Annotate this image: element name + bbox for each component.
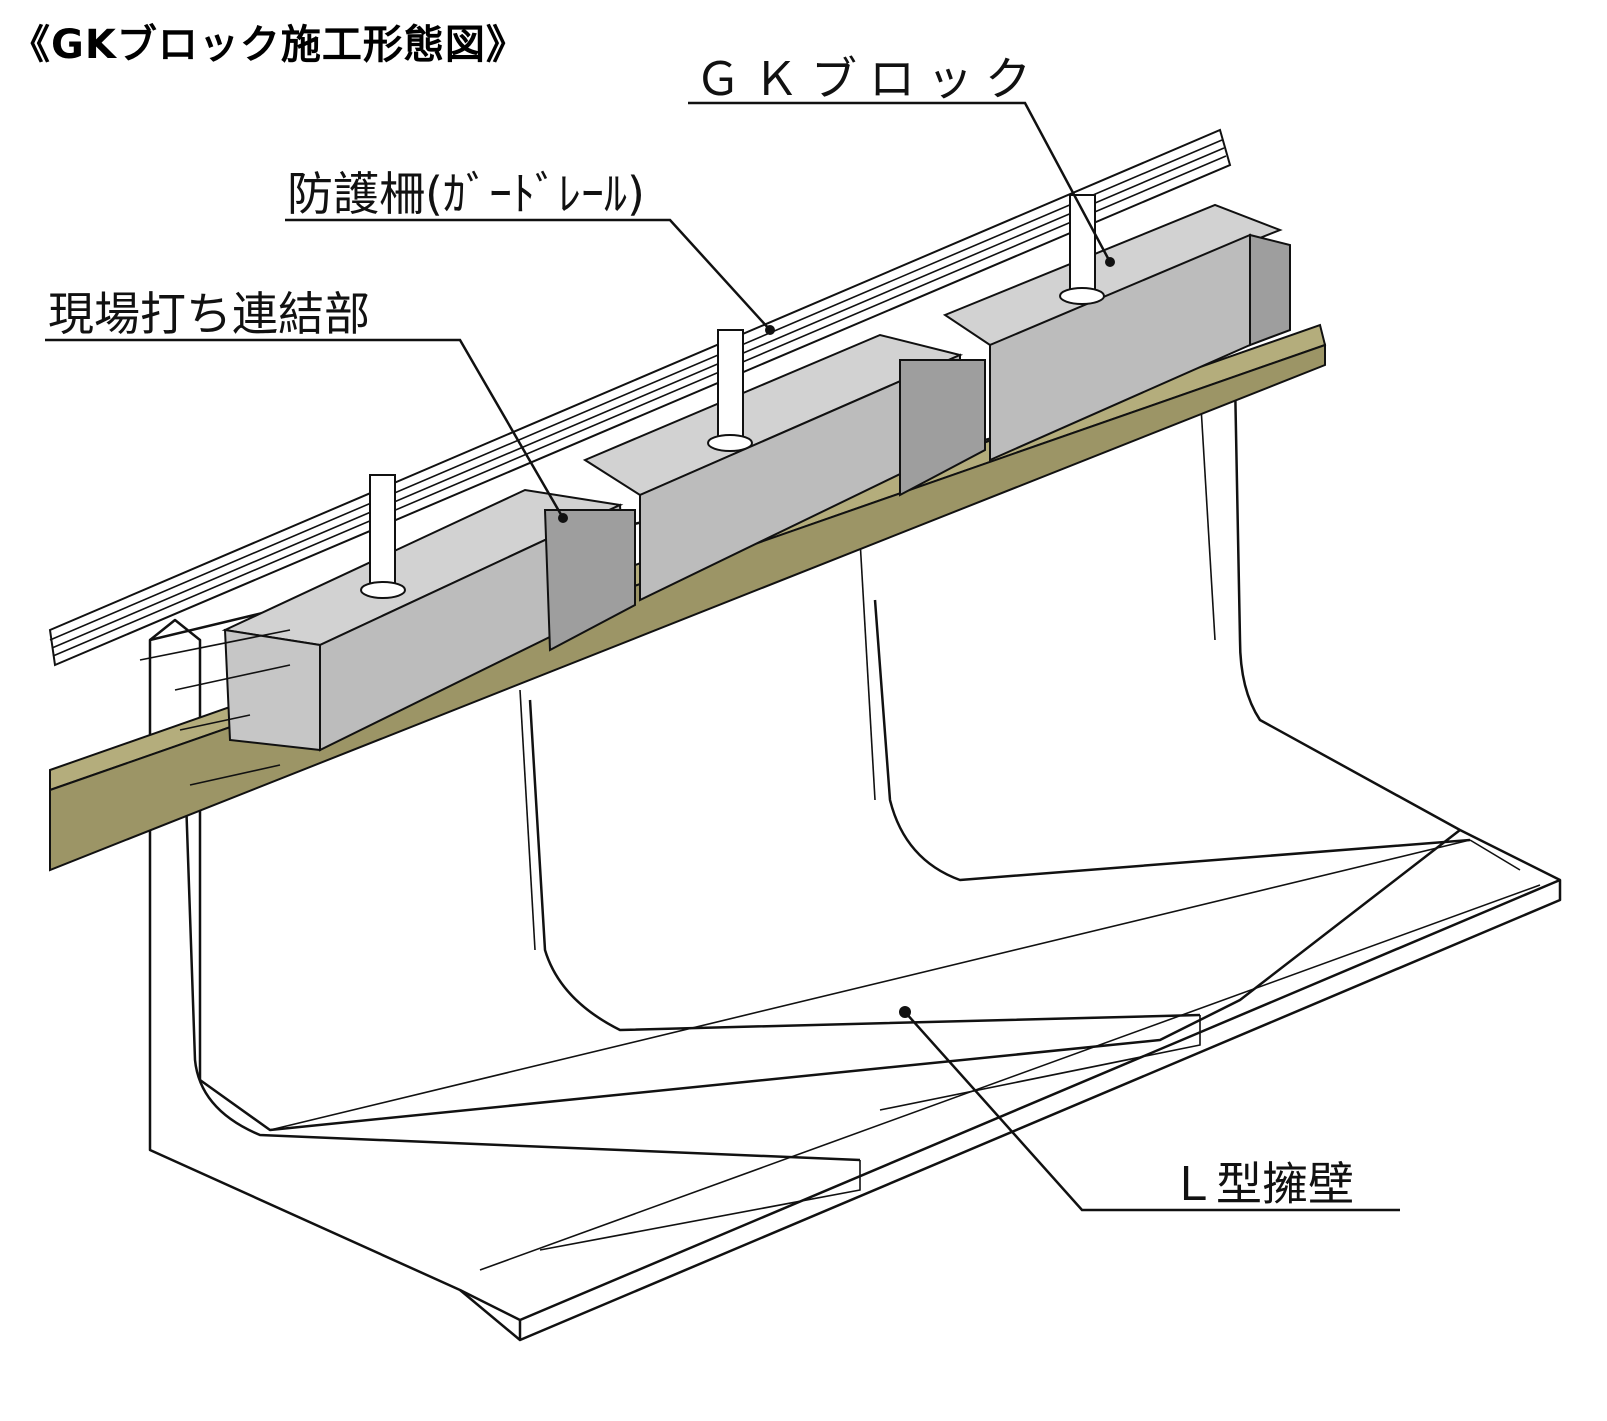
gk-blocks [139, 203, 1291, 786]
gk-block-1-end [223, 628, 321, 752]
guardrail-leader [285, 218, 771, 331]
diagram-title: 《GKブロック施工形態図》 [10, 22, 527, 68]
wall-base-inner-edge [199, 829, 1461, 1132]
wall-end-section [149, 618, 202, 1080]
guardrail-rail-lines [49, 139, 1227, 657]
guardrail-post-2 [707, 329, 753, 452]
wall-base-line-b [479, 884, 1541, 1271]
gk-block-leader [688, 101, 1112, 263]
wall-vertical-joint-2 [859, 539, 876, 801]
leader-lines [45, 101, 1400, 1212]
wall-joint-3 [1469, 839, 1521, 871]
joint-leader [45, 338, 565, 519]
l-retaining-wall-label: Ｌ型擁壁 [1170, 1157, 1354, 1211]
joint-1-face [543, 509, 636, 652]
slab [49, 323, 1327, 872]
gk-block-3-top [942, 203, 1283, 347]
wall-vertical-joint-1 [519, 689, 536, 951]
rebar-stubs [139, 629, 291, 786]
wall-joint-1 [539, 1160, 861, 1251]
wall-base-front-edge [459, 878, 1561, 1322]
joint-2-face [899, 359, 986, 497]
wall-fillet-1 [183, 769, 861, 1162]
wall-fillet-3 [873, 599, 1471, 882]
guardrail [48, 128, 1232, 667]
wall-vertical-joint-3 [1199, 389, 1216, 641]
cast-in-place-joint-label: 現場打ち連結部 [48, 287, 370, 341]
guardrail-post-1 [360, 474, 406, 599]
wall-stem [148, 378, 1562, 1342]
l-retaining-wall [148, 378, 1562, 1342]
wall-base-line-a [269, 839, 1471, 1131]
wall-joint-2 [879, 1015, 1201, 1111]
wall-fillet-2 [528, 699, 1201, 1032]
guardrail-label: 防護柵(ｶﾞｰﾄﾞﾚｰﾙ) [287, 167, 645, 221]
l-wall-leader [904, 1011, 1400, 1212]
gk-block-label: ＧＫブロック [695, 52, 1043, 106]
gk-block-3-end [1249, 233, 1291, 347]
